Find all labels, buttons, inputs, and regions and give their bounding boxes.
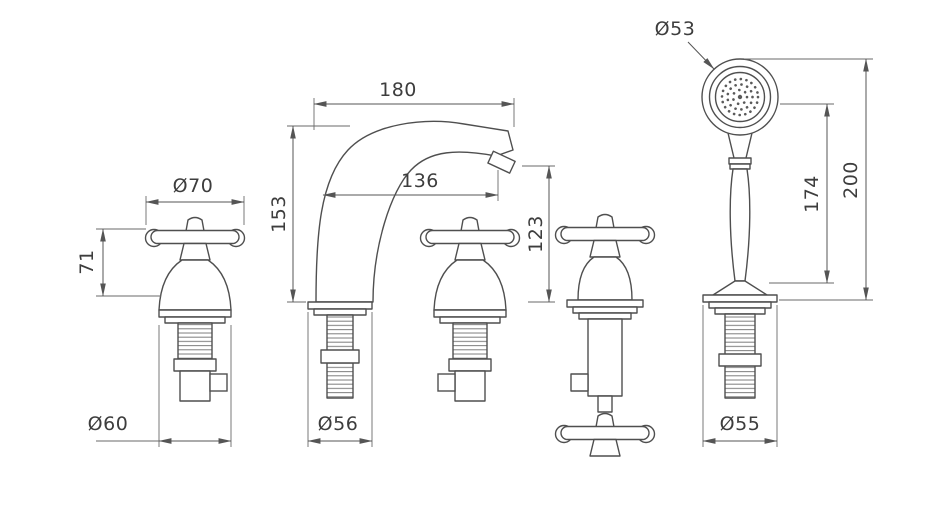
dim-outlet-height: 123	[525, 215, 547, 253]
dimension-labels: Ø70 71 Ø60 180 153 136 123 Ø56 Ø53 174 2…	[76, 18, 862, 435]
diameter-leader	[687, 41, 715, 70]
dim-handle-height: 71	[76, 249, 98, 274]
dim-shower-base-diameter: Ø55	[720, 413, 761, 435]
dim-shower-total-height: 200	[840, 161, 862, 199]
handshower-drawing	[701, 58, 779, 399]
diverter-valve-drawing	[554, 213, 656, 457]
dim-spout-base-diameter: Ø56	[318, 413, 359, 435]
right-valve-drawing	[419, 216, 521, 402]
dim-outlet-offset: 136	[401, 170, 439, 192]
aerator	[487, 150, 516, 174]
dim-spout-height: 153	[268, 195, 290, 233]
dim-handle-diameter: Ø70	[173, 175, 214, 197]
dim-shower-handle-height: 174	[801, 175, 823, 213]
left-valve-drawing	[144, 216, 246, 402]
spout-drawing	[307, 120, 516, 399]
dim-base-diameter-left: Ø60	[88, 413, 129, 435]
dimension-lines	[100, 41, 869, 444]
spray-nozzles	[720, 77, 760, 117]
dim-spout-reach: 180	[379, 79, 417, 101]
dimension-annotations: Ø70 71 Ø60 180 153 136 123 Ø56 Ø53 174 2…	[76, 18, 873, 447]
dim-shower-head-diameter: Ø53	[655, 18, 696, 40]
